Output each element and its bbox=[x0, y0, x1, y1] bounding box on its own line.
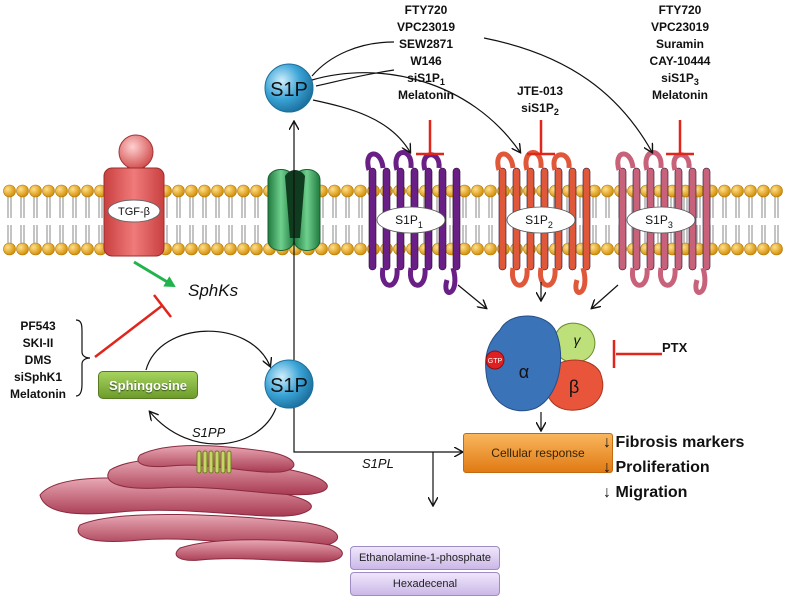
g-protein: GTP α β γ bbox=[485, 315, 604, 412]
sphk-inhibitor-item: SKI-II bbox=[23, 336, 54, 350]
s1p1-modulator-list-item: FTY720 bbox=[405, 3, 448, 17]
outcome-proliferation: ↓ Proliferation bbox=[603, 459, 710, 476]
s1p1-modulator-list-item: siS1P1 bbox=[407, 71, 445, 87]
s1p-extracellular: S1P bbox=[264, 63, 314, 113]
s1p1-modulator-list-item: W146 bbox=[410, 54, 442, 68]
s1pp-label: S1PP bbox=[192, 425, 226, 440]
sphk-inhibitor-item: DMS bbox=[25, 353, 52, 367]
s1p-to-s1p1-arrow bbox=[312, 99, 410, 152]
left-inhibitor-bar bbox=[153, 294, 172, 318]
tgf-beta-receptor: TGF-β bbox=[103, 134, 165, 257]
sphk-inhibitor-item: PF543 bbox=[20, 319, 56, 333]
s1p1-modulator-list-item: VPC23019 bbox=[397, 20, 455, 34]
s1pl-label: S1PL bbox=[362, 456, 394, 471]
s1p3-modulator-list-item: FTY720 bbox=[659, 3, 702, 17]
gamma-label: γ bbox=[574, 332, 582, 348]
s1p2-modulator-list-item: JTE-013 bbox=[517, 84, 563, 98]
s1p3-modulator-list-item: Suramin bbox=[656, 37, 704, 51]
outcome-migration: ↓ Migration bbox=[603, 484, 688, 501]
receptor-s1p3: S1P3 bbox=[615, 150, 711, 295]
outcome-fibrosis: ↓ Fibrosis markers bbox=[603, 434, 745, 451]
gtp-label: GTP bbox=[488, 358, 503, 365]
s1p3-modulator-list-item: CAY-10444 bbox=[650, 54, 711, 68]
s1p1-modulator-list-item: SEW2871 bbox=[399, 37, 453, 51]
s1p3-to-g-arrow bbox=[592, 284, 619, 308]
s1p1-drugs-connector bbox=[311, 41, 395, 77]
receptor-s1p2: S1P2 bbox=[495, 150, 591, 295]
receptor-s1p1: S1P1 bbox=[365, 150, 461, 295]
left-inhibitor-line bbox=[94, 304, 164, 358]
inhibition-symbols bbox=[94, 120, 694, 368]
s1p1-label: S1P1 bbox=[395, 213, 423, 230]
s1p3-label: S1P3 bbox=[645, 213, 673, 230]
s1p-intracellular: S1P bbox=[264, 359, 314, 409]
pathway-arrows bbox=[145, 37, 652, 505]
g-alpha-subunit bbox=[485, 315, 562, 412]
tgf-label: TGF-β bbox=[118, 206, 150, 218]
s1p2-modulator-list-item: siS1P2 bbox=[521, 101, 559, 117]
sphk-inhibitor-item: siSphK1 bbox=[14, 370, 62, 384]
s1p-transporter-channel bbox=[267, 169, 321, 251]
s1p3-modulator-list-item: siS1P3 bbox=[661, 71, 699, 87]
s1pp-transporter bbox=[196, 450, 232, 474]
s1p3-modulator-list-item: Melatonin bbox=[652, 88, 708, 102]
tgf-activation-arrow bbox=[133, 260, 176, 288]
s1p1-modulator-list-item: Melatonin bbox=[398, 88, 454, 102]
gtp-marker bbox=[485, 350, 505, 370]
s1p-to-s1p2-arrow bbox=[311, 72, 520, 152]
s1p-intracellular-label: S1P bbox=[270, 375, 308, 397]
inhibitor-brace bbox=[75, 319, 91, 397]
alpha-label: α bbox=[519, 362, 529, 382]
s1p2-modulator-list: JTE-013 siS1P2 bbox=[517, 84, 563, 117]
hexadecenal-box: Hexadecenal bbox=[350, 572, 500, 596]
tgf-label-ellipse bbox=[107, 199, 161, 223]
cellular-response-box: Cellular response bbox=[463, 433, 613, 473]
ptx-label: PTX bbox=[662, 340, 688, 355]
s1p1-drugs-connector-2 bbox=[315, 69, 395, 87]
s1p-to-s1p3-arrow bbox=[483, 37, 652, 152]
s1p1-to-g-arrow bbox=[457, 284, 486, 308]
beta-label: β bbox=[569, 377, 579, 397]
s1pp-dephosphorylation-arrow bbox=[150, 407, 277, 445]
s1p3-modulator-list-item: VPC23019 bbox=[651, 20, 709, 34]
sphk-phosphorylation-arrow bbox=[145, 330, 270, 371]
endoplasmic-reticulum bbox=[39, 445, 343, 563]
g-beta-subunit bbox=[545, 359, 604, 411]
ethanolamine-phosphate-box: Ethanolamine-1-phosphate bbox=[350, 546, 500, 570]
sphingosine-box: Sphingosine bbox=[98, 371, 198, 399]
s1pl-line bbox=[293, 408, 462, 452]
s1p2-label: S1P2 bbox=[525, 213, 553, 230]
sphks-label: SphKs bbox=[188, 281, 239, 300]
sphk-inhibitor-item: Melatonin bbox=[10, 387, 66, 401]
s1p-extracellular-label: S1P bbox=[270, 79, 308, 101]
